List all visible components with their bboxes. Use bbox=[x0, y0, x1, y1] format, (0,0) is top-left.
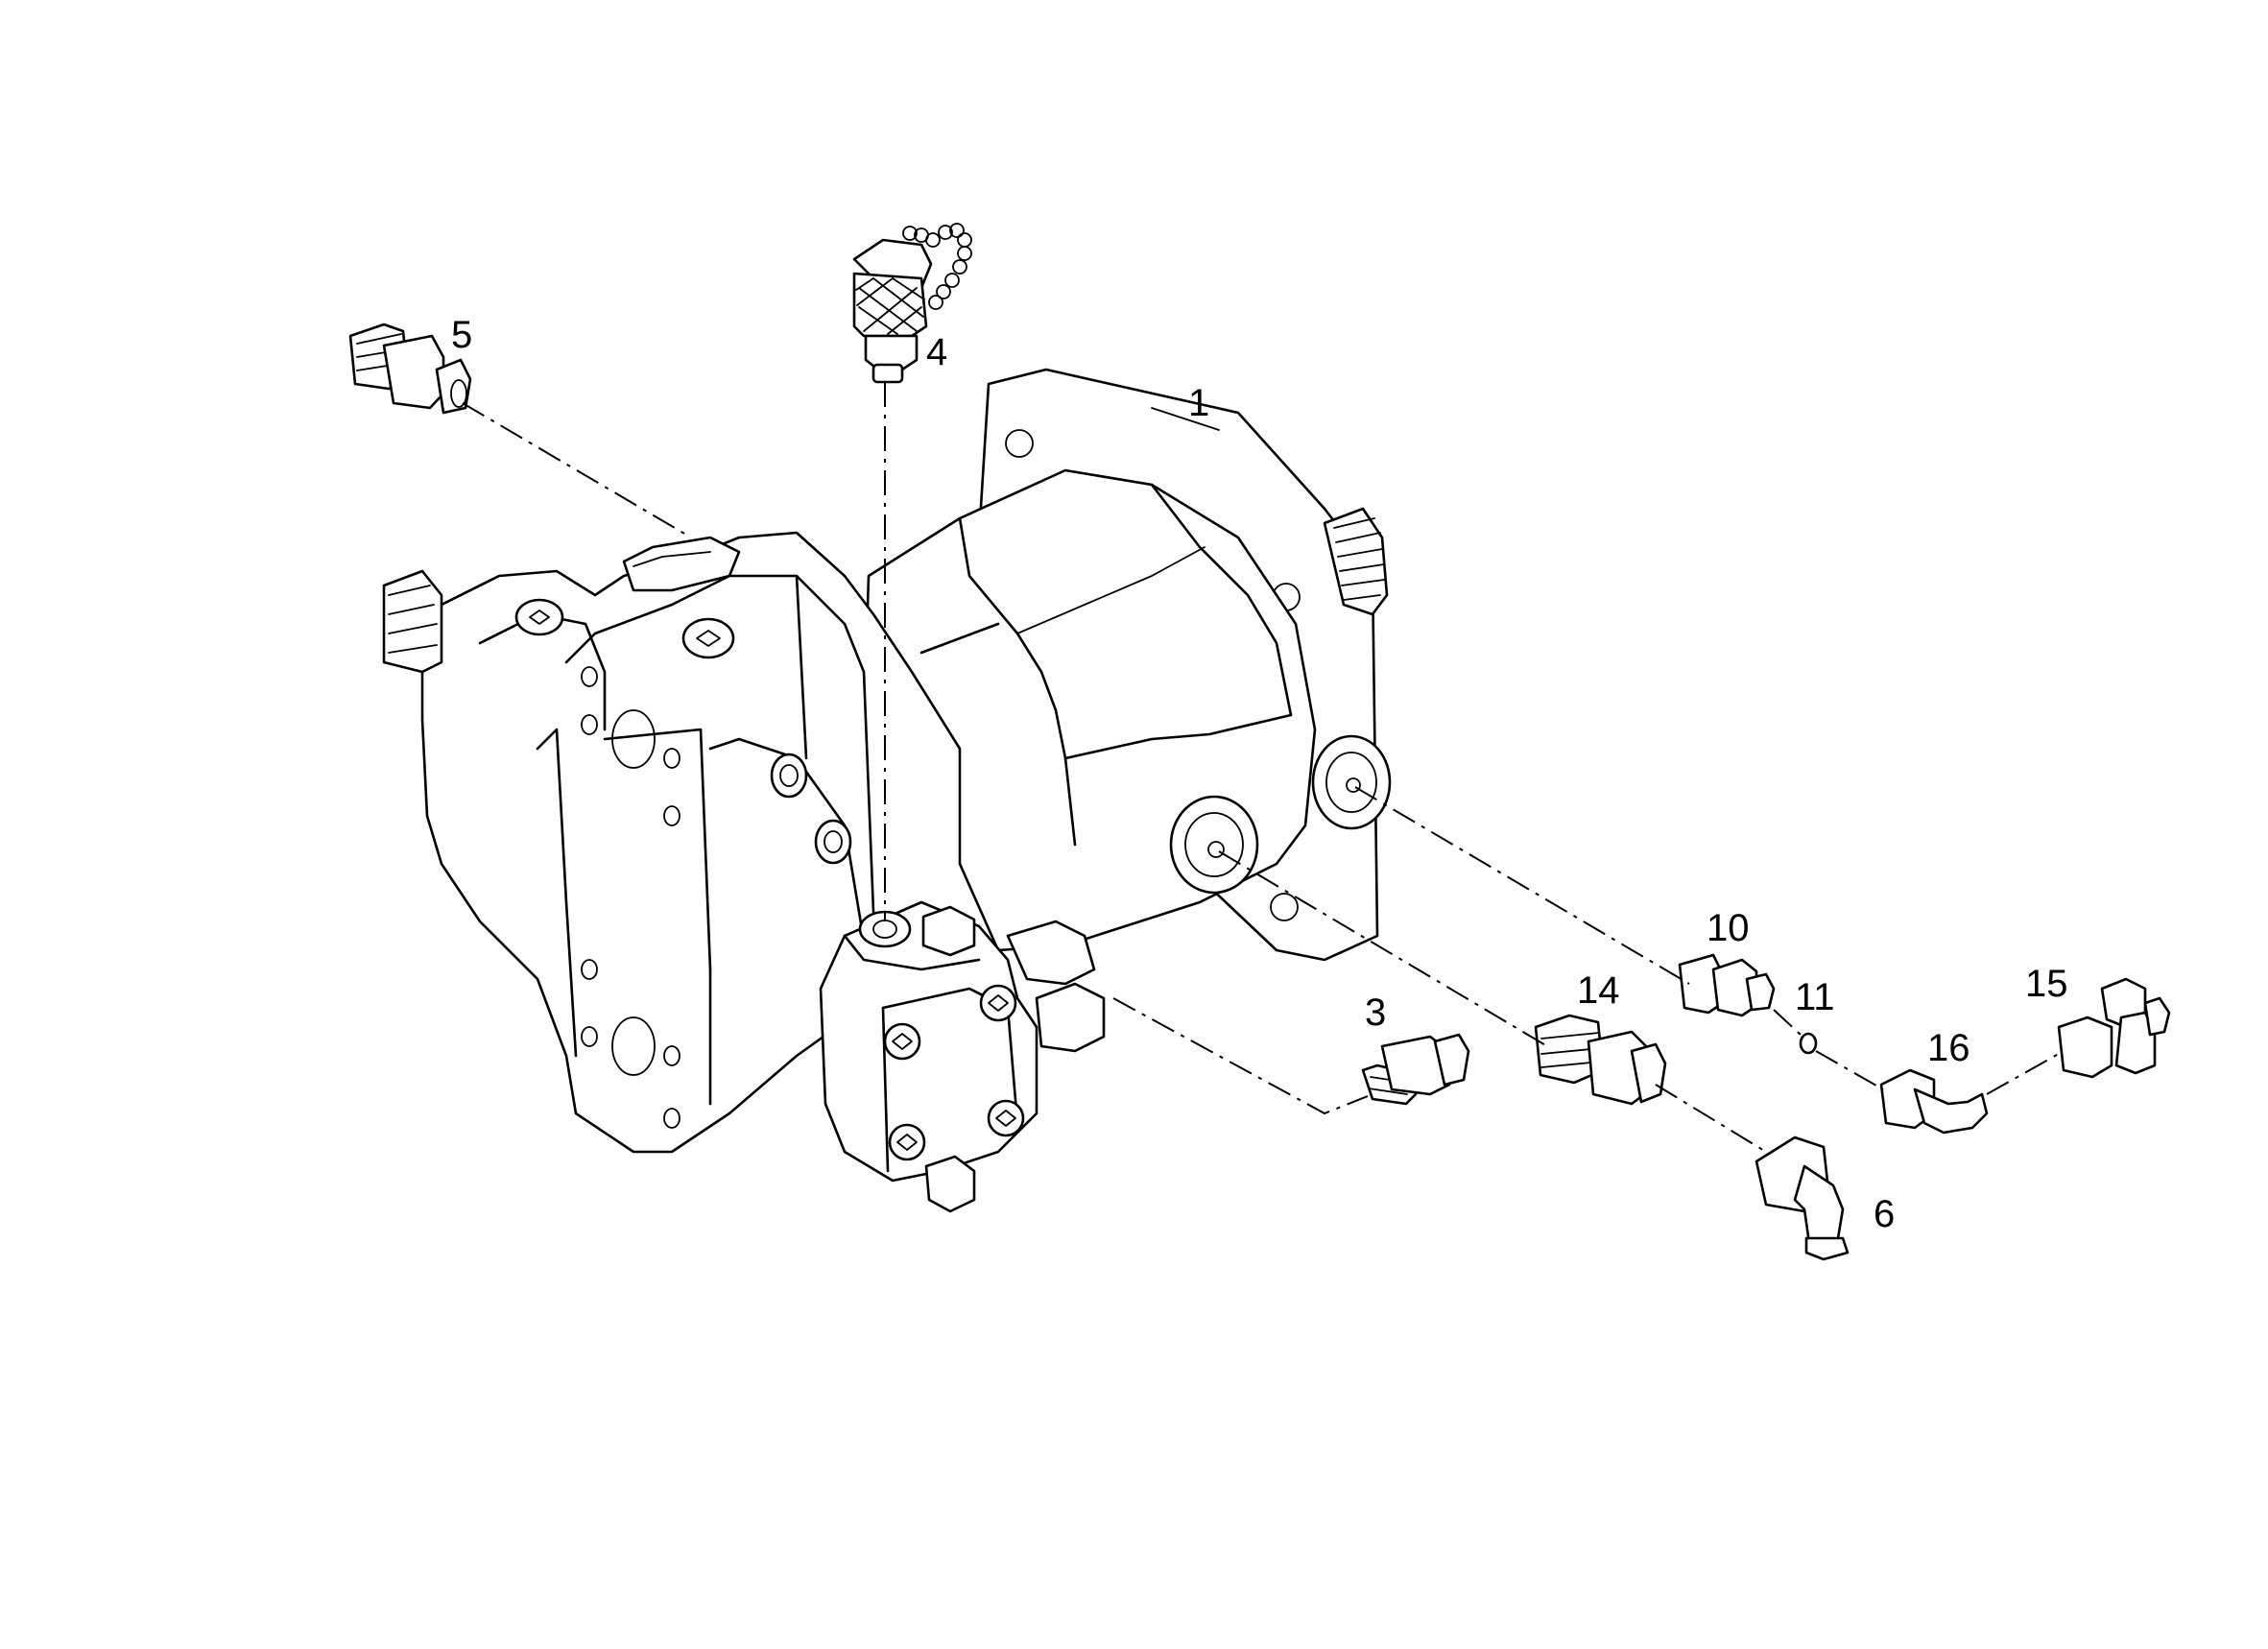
motor-housing bbox=[862, 468, 1392, 952]
part-6-elbow bbox=[1755, 1135, 1850, 1261]
callout-11: 11 bbox=[1795, 976, 1835, 1018]
callout-14: 14 bbox=[1577, 969, 1620, 1012]
part-14-fitting bbox=[1534, 1014, 1667, 1106]
assembly-lines bbox=[462, 382, 2065, 1153]
part-10-fitting bbox=[1678, 953, 1776, 1017]
callout-4: 4 bbox=[926, 331, 947, 373]
callout-5: 5 bbox=[451, 314, 472, 356]
part-11-o-ring bbox=[1799, 1032, 1818, 1055]
callout-3: 3 bbox=[1365, 992, 1386, 1034]
part-16-elbow bbox=[1879, 1068, 1989, 1135]
top-connector bbox=[622, 536, 741, 592]
callout-10: 10 bbox=[1707, 907, 1750, 949]
part-4-test-coupling bbox=[852, 223, 972, 384]
part-3-fitting bbox=[1361, 1033, 1470, 1106]
shaft-spline bbox=[1323, 507, 1389, 616]
part-15-tee bbox=[2057, 977, 2171, 1079]
callout-15: 15 bbox=[2025, 963, 2068, 1005]
callout-labels: 1 3 4 5 6 10 11 14 15 16 bbox=[451, 314, 2068, 1235]
callout-1: 1 bbox=[1188, 382, 1209, 424]
callout-6: 6 bbox=[1874, 1193, 1895, 1235]
valve-cartridge-block bbox=[819, 900, 1106, 1213]
part-5-fitting bbox=[348, 323, 472, 415]
hydraulic-motor-assembly bbox=[382, 368, 1392, 1213]
callout-16: 16 bbox=[1927, 1027, 1970, 1069]
left-end-valve bbox=[382, 569, 443, 674]
